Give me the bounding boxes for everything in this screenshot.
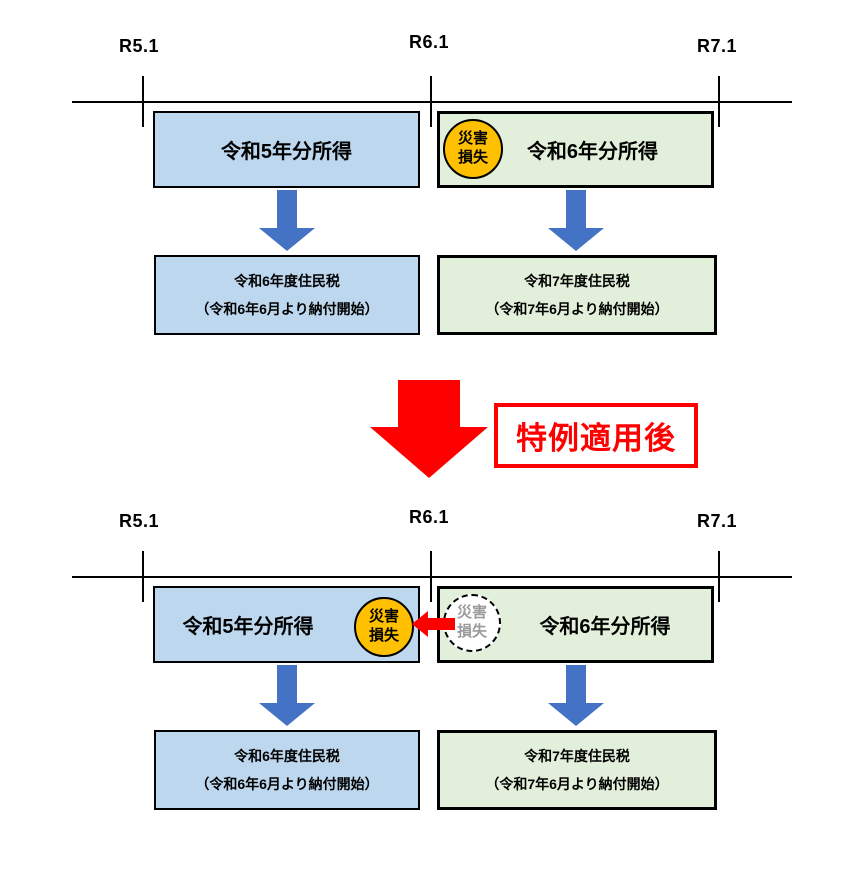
loss-carryback-left-arrow-icon bbox=[412, 611, 455, 637]
disaster-loss-badge: 災害 損失 bbox=[443, 119, 503, 179]
before-panel: R5.1 R6.1 R7.1 令和5年分所得 災害 損失 令和6年分所得 令和6… bbox=[0, 0, 865, 403]
timeline-tick-r5-1 bbox=[142, 551, 144, 602]
disaster-loss-badge-line2: 損失 bbox=[457, 149, 488, 166]
tax-box-reiwa6: 令和6年度住民税 （令和6年6月より納付開始） bbox=[154, 730, 420, 810]
tax-box-reiwa6: 令和6年度住民税 （令和6年6月より納付開始） bbox=[154, 255, 420, 335]
down-arrow-icon bbox=[259, 190, 315, 251]
disaster-loss-ghost-line2: 損失 bbox=[456, 623, 487, 640]
tax-box-reiwa7: 令和7年度住民税 （令和7年6月より納付開始） bbox=[437, 255, 717, 335]
disaster-loss-badge-line1: 災害 bbox=[457, 130, 488, 148]
income-box-reiwa6: 災害 損失 令和6年分所得 bbox=[437, 586, 714, 663]
income-box-reiwa5-label: 令和5年分所得 bbox=[182, 616, 314, 638]
timeline-label-r5-1: R5.1 bbox=[118, 36, 160, 56]
timeline-tick-r7-1 bbox=[718, 551, 720, 602]
disaster-loss-badge-line2: 損失 bbox=[368, 627, 399, 644]
income-box-reiwa5: 令和5年分所得 災害 損失 bbox=[153, 586, 420, 663]
tax-box-reiwa6-line1: 令和6年度住民税 bbox=[234, 748, 340, 764]
down-arrow-icon bbox=[548, 665, 604, 726]
disaster-loss-badge: 災害 損失 bbox=[354, 597, 414, 657]
timeline-tick-r5-1 bbox=[142, 76, 144, 127]
timeline-label-r7-1: R7.1 bbox=[696, 511, 738, 531]
timeline-axis bbox=[72, 101, 792, 103]
tax-box-reiwa7-line1: 令和7年度住民税 bbox=[524, 273, 630, 289]
timeline-axis bbox=[72, 576, 792, 578]
timeline-label-r7-1: R7.1 bbox=[696, 36, 738, 56]
timeline-label-r6-1: R6.1 bbox=[408, 507, 450, 527]
tax-box-reiwa6-line1: 令和6年度住民税 bbox=[234, 273, 340, 289]
disaster-loss-ghost-line1: 災害 bbox=[456, 604, 487, 622]
tax-box-reiwa6-line2: （令和6年6月より納付開始） bbox=[195, 301, 379, 317]
income-box-reiwa5: 令和5年分所得 bbox=[153, 111, 420, 188]
tax-box-reiwa7-line2: （令和7年6月より納付開始） bbox=[485, 776, 669, 792]
income-box-reiwa6-label: 令和6年分所得 bbox=[539, 616, 671, 638]
income-box-reiwa5-label: 令和5年分所得 bbox=[220, 141, 353, 163]
tax-box-reiwa6-line2: （令和6年6月より納付開始） bbox=[195, 776, 379, 792]
tax-box-reiwa7: 令和7年度住民税 （令和7年6月より納付開始） bbox=[437, 730, 717, 810]
timeline-tick-r7-1 bbox=[718, 76, 720, 127]
timeline-tick-r6-1 bbox=[430, 551, 432, 602]
down-arrow-icon bbox=[259, 665, 315, 726]
timeline-label-r6-1: R6.1 bbox=[408, 32, 450, 52]
down-arrow-icon bbox=[548, 190, 604, 251]
income-box-reiwa6: 災害 損失 令和6年分所得 bbox=[437, 111, 714, 188]
tax-box-reiwa7-line2: （令和7年6月より納付開始） bbox=[485, 301, 669, 317]
after-panel: R5.1 R6.1 R7.1 令和5年分所得 災害 損失 災害 損失 令和6年分… bbox=[0, 475, 865, 878]
timeline-label-r5-1: R5.1 bbox=[118, 511, 160, 531]
tax-box-reiwa7-line1: 令和7年度住民税 bbox=[524, 748, 630, 764]
disaster-loss-badge-line1: 災害 bbox=[368, 608, 399, 626]
big-down-arrow-icon bbox=[370, 380, 488, 478]
special-provision-label: 特例適用後 bbox=[494, 403, 698, 468]
timeline-tick-r6-1 bbox=[430, 76, 432, 127]
income-box-reiwa6-label: 令和6年分所得 bbox=[526, 141, 659, 163]
